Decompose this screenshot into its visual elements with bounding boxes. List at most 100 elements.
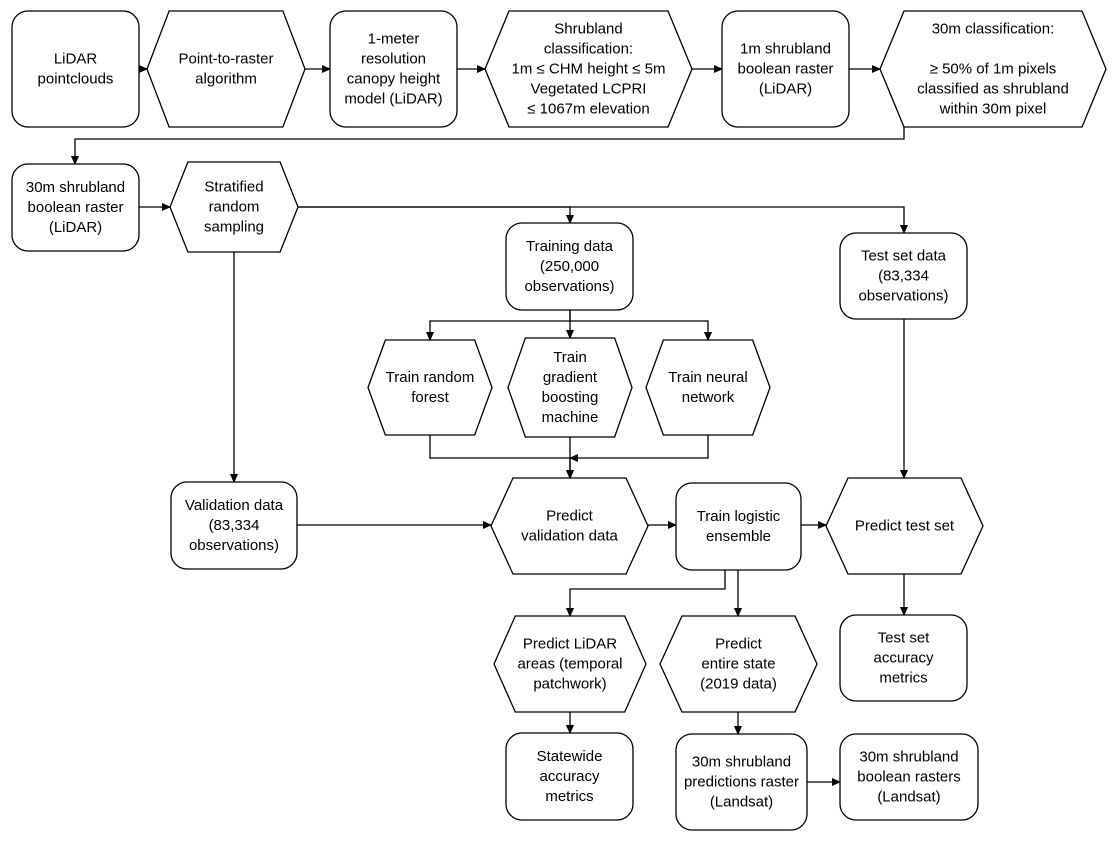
rounded-box-shape: [11, 163, 140, 252]
node-label-line: boosting: [542, 389, 599, 406]
hexagon-shape: [146, 10, 306, 128]
node-label-line: metrics: [879, 670, 927, 687]
node-label-line: (2019 data): [700, 676, 777, 693]
rounded-box-shape: [11, 10, 140, 128]
node-label-line: validation data: [521, 528, 618, 545]
hexagon-shape: [484, 10, 693, 128]
node-classification-30m: 30m classification: ≥ 50% of 1m pixels cla…: [879, 10, 1107, 128]
node-label-line: forest: [411, 389, 449, 406]
node-label-line: patchwork): [533, 676, 606, 693]
node-label-line: accuracy: [539, 768, 600, 785]
node-train-logistic-ensemble: Train logistic ensemble: [675, 482, 802, 571]
rounded-box-shape: [505, 732, 634, 821]
node-label-line: machine: [542, 409, 599, 426]
node-predict-test-set: Predict test set: [825, 477, 984, 575]
node-stratified-sampling: Stratified random sampling: [169, 161, 299, 253]
node-label-line: Train: [553, 349, 587, 366]
node-label-line: Stratified: [204, 179, 263, 196]
node-label-line: Test set: [878, 630, 931, 647]
rounded-box-shape: [839, 614, 968, 702]
hexagon-shape: [659, 615, 818, 713]
node-label-line: (83,334: [878, 268, 929, 285]
rounded-box-shape: [505, 222, 634, 311]
node-label-line: (Landsat): [710, 794, 773, 811]
node-test-set-data: Test set data (83,334 observations): [839, 232, 968, 320]
arrow-train-logistic-ensemble-to-predict-lidar-areas: [570, 570, 726, 616]
node-label-line: model (LiDAR): [344, 91, 442, 108]
hexagon-shape: [490, 477, 649, 575]
node-shrubland-30m-raster: 30m shrubland boolean raster (LiDAR): [11, 163, 140, 252]
node-label-line: canopy height: [347, 71, 441, 88]
arrow-train-random-forest-to-predict-validation: [429, 435, 570, 478]
node-label-line: ≥ 50% of 1m pixels: [930, 61, 1057, 78]
edges-layer: [75, 69, 904, 782]
node-label-line: sampling: [204, 219, 264, 236]
node-label-line: entire state: [701, 656, 775, 673]
node-label-line: ≤ 1067m elevation: [527, 101, 649, 118]
arrow-stratified-sampling-to-test-set-data: [298, 206, 904, 233]
node-label-line: observations): [858, 288, 948, 305]
node-label-line: (LiDAR): [49, 219, 102, 236]
node-label-line: Train logistic: [697, 508, 781, 525]
node-label-line: 1m shrubland: [740, 41, 831, 58]
node-label-line: pointclouds: [38, 71, 114, 88]
node-shrubland-classification: Shrubland classification: 1m ≤ CHM height …: [484, 10, 693, 128]
node-label-line: classified as shrubland: [917, 81, 1069, 98]
node-label-line: (LiDAR): [759, 81, 812, 98]
node-label-line: within 30m pixel: [939, 101, 1047, 118]
node-label-line: LiDAR: [54, 51, 98, 68]
node-label-line: 30m shrubland: [26, 179, 125, 196]
hexagon-shape: [493, 615, 647, 713]
node-label-line: 30m classification:: [932, 21, 1055, 38]
node-predict-lidar-areas: Predict LiDAR areas (temporal patchwork): [493, 615, 647, 713]
node-predict-validation: Predict validation data: [490, 477, 649, 575]
node-label-line: (Landsat): [877, 789, 940, 806]
rounded-box-shape: [721, 10, 850, 128]
node-point-to-raster: Point-to-raster algorithm: [146, 10, 306, 128]
hexagon-shape: [507, 337, 633, 438]
node-label-line: boolean rasters: [857, 769, 960, 786]
node-label-line: 30m shrubland: [692, 754, 791, 771]
node-label-line: (83,334: [209, 517, 260, 534]
node-label-line: predictions raster: [684, 774, 799, 791]
node-label-line: Predict LiDAR: [523, 636, 617, 653]
node-label-line: ensemble: [706, 528, 771, 545]
hexagon-shape: [645, 339, 771, 436]
node-predictions-raster-landsat: 30m shrubland predictions raster (Landsat): [675, 733, 808, 831]
hexagon-shape: [825, 477, 984, 575]
node-label-line: Shrubland: [554, 21, 622, 38]
node-label-line: boolean raster: [738, 61, 834, 78]
node-lidar-pointclouds: LiDAR pointclouds: [11, 10, 140, 128]
rounded-box-shape: [675, 733, 808, 831]
node-label-line: classification:: [544, 41, 633, 58]
node-shrubland-1m-raster: 1m shrubland boolean raster (LiDAR): [721, 10, 850, 128]
node-label-line: network: [682, 389, 735, 406]
arrow-train-neural-network-to-predict-validation: [570, 435, 709, 458]
node-label-line: 1m ≤ CHM height ≤ 5m: [511, 61, 665, 78]
node-label-line: algorithm: [195, 71, 257, 88]
arrow-training-data-to-train-random-forest: [430, 310, 571, 340]
hexagon-shape: [879, 10, 1107, 128]
rounded-box-shape: [170, 481, 298, 570]
node-label-line: (250,000: [540, 258, 599, 275]
node-label-line: boolean raster: [28, 199, 124, 216]
node-label-line: areas (temporal: [517, 656, 622, 673]
node-label-line: Predict: [546, 508, 594, 525]
node-label-line: random: [209, 199, 260, 216]
node-label-line: 1-meter: [368, 31, 420, 48]
node-label-line: Statewide: [537, 748, 603, 765]
node-label-line: Predict: [715, 636, 763, 653]
node-predict-entire-state: Predict entire state (2019 data): [659, 615, 818, 713]
rounded-box-shape: [675, 482, 802, 571]
node-label-line: Point-to-raster: [178, 51, 273, 68]
hexagon-shape: [367, 339, 493, 436]
node-label-line: Test set data: [861, 248, 947, 265]
